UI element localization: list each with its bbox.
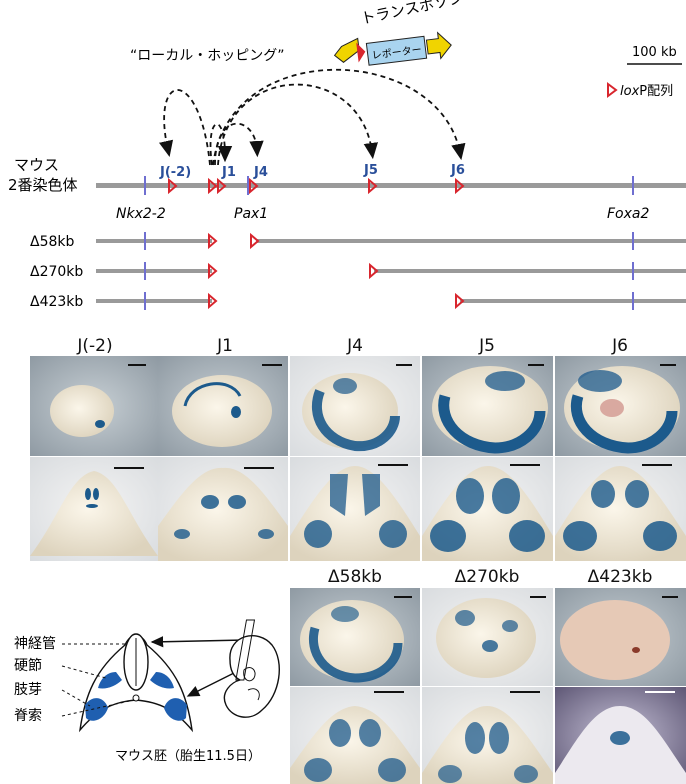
embryo-j5-ventral xyxy=(422,457,553,561)
insertion-label-j1: J1 xyxy=(221,165,236,180)
embryo-j6-ventral xyxy=(555,457,686,561)
embryo-j-2-lateral xyxy=(30,356,158,456)
insertion-label-j-2: J(-2) xyxy=(159,165,191,180)
embryo-d423kb-lateral xyxy=(555,588,686,686)
label-notochord: 脊索 xyxy=(14,707,42,724)
embryo-d270kb-lateral xyxy=(422,588,553,686)
scale-label: 100 kb xyxy=(632,45,677,60)
reporter-construct: レポーター xyxy=(333,31,452,66)
embryo-d423kb-ventral xyxy=(555,687,686,784)
deletion-423kb-label: Δ423kb xyxy=(30,294,83,310)
gene-marks xyxy=(144,176,634,195)
chromosome-diagram: “ローカル・ホッピング” トランスポゾン レポーター 100 kb loxP配列… xyxy=(8,0,686,310)
embryo-j4-lateral xyxy=(290,356,420,456)
reporter-box xyxy=(365,35,428,66)
chromosome2-label: 2番染色体 xyxy=(8,176,78,194)
svg-text:loxP配列: loxP配列 xyxy=(620,84,673,99)
panel-label-j5: J5 xyxy=(479,336,495,356)
embryo-photo-grid-bottom xyxy=(290,588,686,784)
loxp-icon xyxy=(356,42,366,63)
panel-label-d423kb: Δ423kb xyxy=(587,567,653,587)
transposon-label: トランスポゾン xyxy=(359,0,465,28)
label-limb-bud: 肢芽 xyxy=(14,682,42,698)
gene-pax1: Pax1 xyxy=(234,206,268,222)
gene-nkx2-2: Nkx2-2 xyxy=(116,206,166,222)
embryo-j1-lateral xyxy=(158,356,288,456)
right-arrow-icon xyxy=(425,31,452,60)
mouse-label: マウス xyxy=(14,156,59,174)
left-arrow-icon xyxy=(333,37,360,63)
schematic-caption: マウス胚（胎生11.5日） xyxy=(115,749,261,764)
panel-label-j4: J4 xyxy=(347,336,363,356)
embryo-j1-ventral xyxy=(158,457,288,561)
embryo-d270kb-ventral xyxy=(422,687,553,784)
embryo-d58kb-ventral xyxy=(290,687,420,784)
embryo-j4-ventral xyxy=(290,457,420,561)
loxp-sites xyxy=(168,177,465,195)
label-neural-tube: 神経管 xyxy=(14,636,56,652)
label-sclerotome: 硬節 xyxy=(14,657,42,674)
embryo-j6-lateral xyxy=(555,356,686,456)
embryo-photo-grid-top xyxy=(30,356,686,561)
panel-label-j6: J6 xyxy=(612,336,628,356)
insertion-label-j6: J6 xyxy=(450,163,465,178)
deletion-270kb-label: Δ270kb xyxy=(30,264,83,280)
insertion-label-j4: J4 xyxy=(253,165,268,180)
gene-foxa2: Foxa2 xyxy=(607,206,649,222)
insertion-label-j5: J5 xyxy=(363,163,378,178)
chromosome-bar xyxy=(96,183,686,188)
embryo-schematic: 神経管 硬節 肢芽 脊索 マウス胚（胎生11.5日） xyxy=(14,619,280,764)
panel-label-j1: J1 xyxy=(217,336,233,356)
embryo-d58kb-lateral xyxy=(290,588,420,686)
panel-label-d58kb: Δ58kb xyxy=(328,567,382,587)
whole-embryo-outline xyxy=(223,635,280,718)
panel-label-j-2: J(-2) xyxy=(77,336,113,356)
loxp-legend-icon xyxy=(607,82,618,98)
embryo-j5-lateral xyxy=(422,356,553,456)
hopping-arcs xyxy=(159,68,466,166)
local-hopping-label: “ローカル・ホッピング” xyxy=(130,48,285,64)
deletion-58kb-label: Δ58kb xyxy=(30,234,74,250)
panel-label-d270kb: Δ270kb xyxy=(454,567,520,587)
section-plane xyxy=(235,619,256,681)
embryo-j-2-ventral xyxy=(30,457,158,561)
